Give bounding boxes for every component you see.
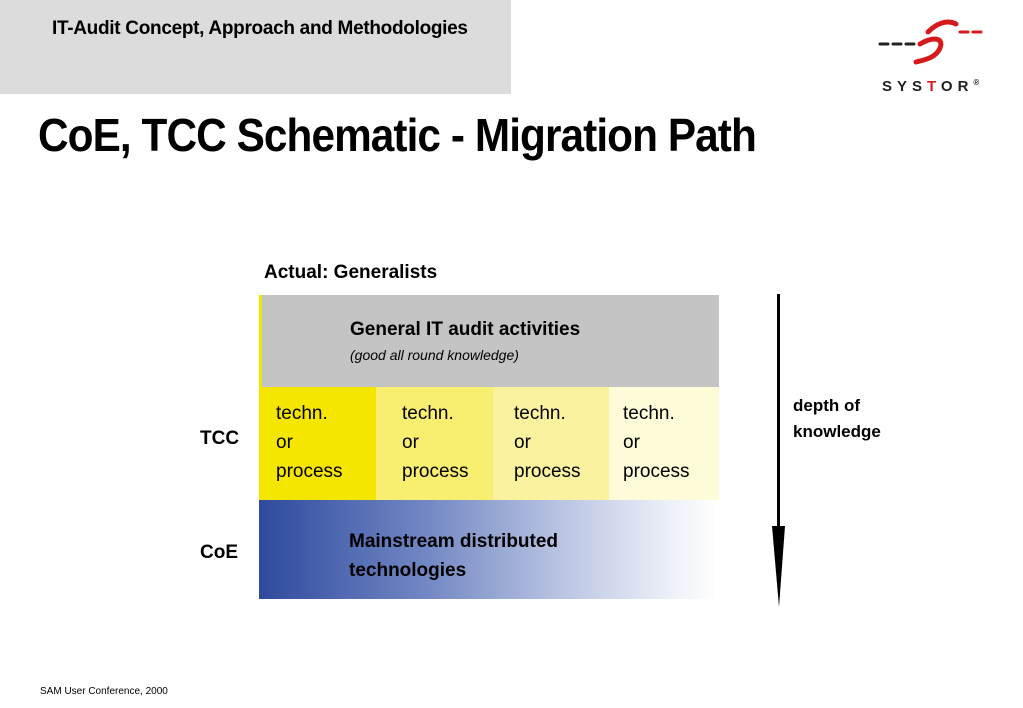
tcc-cell: techn. or process xyxy=(376,387,493,500)
systor-logo: SYSTOR® xyxy=(876,14,996,98)
coe-label: CoE xyxy=(200,542,238,563)
tcc-cell-text: techn. or process xyxy=(402,403,469,482)
tcc-row: techn. or process techn. or process tech… xyxy=(259,387,719,500)
coe-block: Mainstream distributed technologies xyxy=(259,500,719,599)
slide-title: CoE, TCC Schematic - Migration Path xyxy=(38,109,757,161)
general-activities-block: General IT audit activities (good all ro… xyxy=(259,295,719,387)
actual-generalists-label: Actual: Generalists xyxy=(264,262,438,283)
tcc-cell: techn. or process xyxy=(259,387,376,500)
depth-of-knowledge-label: depth of knowledge xyxy=(793,396,881,441)
general-activities-subtitle: (good all round knowledge) xyxy=(350,347,519,363)
systor-swoosh-icon xyxy=(878,19,983,65)
down-arrow-icon xyxy=(772,294,785,607)
tcc-cell-text: techn. or process xyxy=(276,403,343,482)
footer-text: SAM User Conference, 2000 xyxy=(40,686,168,697)
tcc-cell-text: techn. or process xyxy=(514,403,581,482)
tcc-cell: techn. or process xyxy=(609,387,719,500)
depth-arrow xyxy=(764,294,794,608)
tcc-label: TCC xyxy=(200,428,240,449)
header-title: IT-Audit Concept, Approach and Methodolo… xyxy=(52,18,468,39)
header-band: IT-Audit Concept, Approach and Methodolo… xyxy=(0,0,511,94)
general-activities-title: General IT audit activities xyxy=(350,319,581,340)
coe-block-text: Mainstream distributed technologies xyxy=(349,531,559,581)
tcc-cell-text: techn. or process xyxy=(623,403,690,482)
logo-wordmark: SYSTOR® xyxy=(882,78,980,95)
tcc-cell: techn. or process xyxy=(493,387,609,500)
